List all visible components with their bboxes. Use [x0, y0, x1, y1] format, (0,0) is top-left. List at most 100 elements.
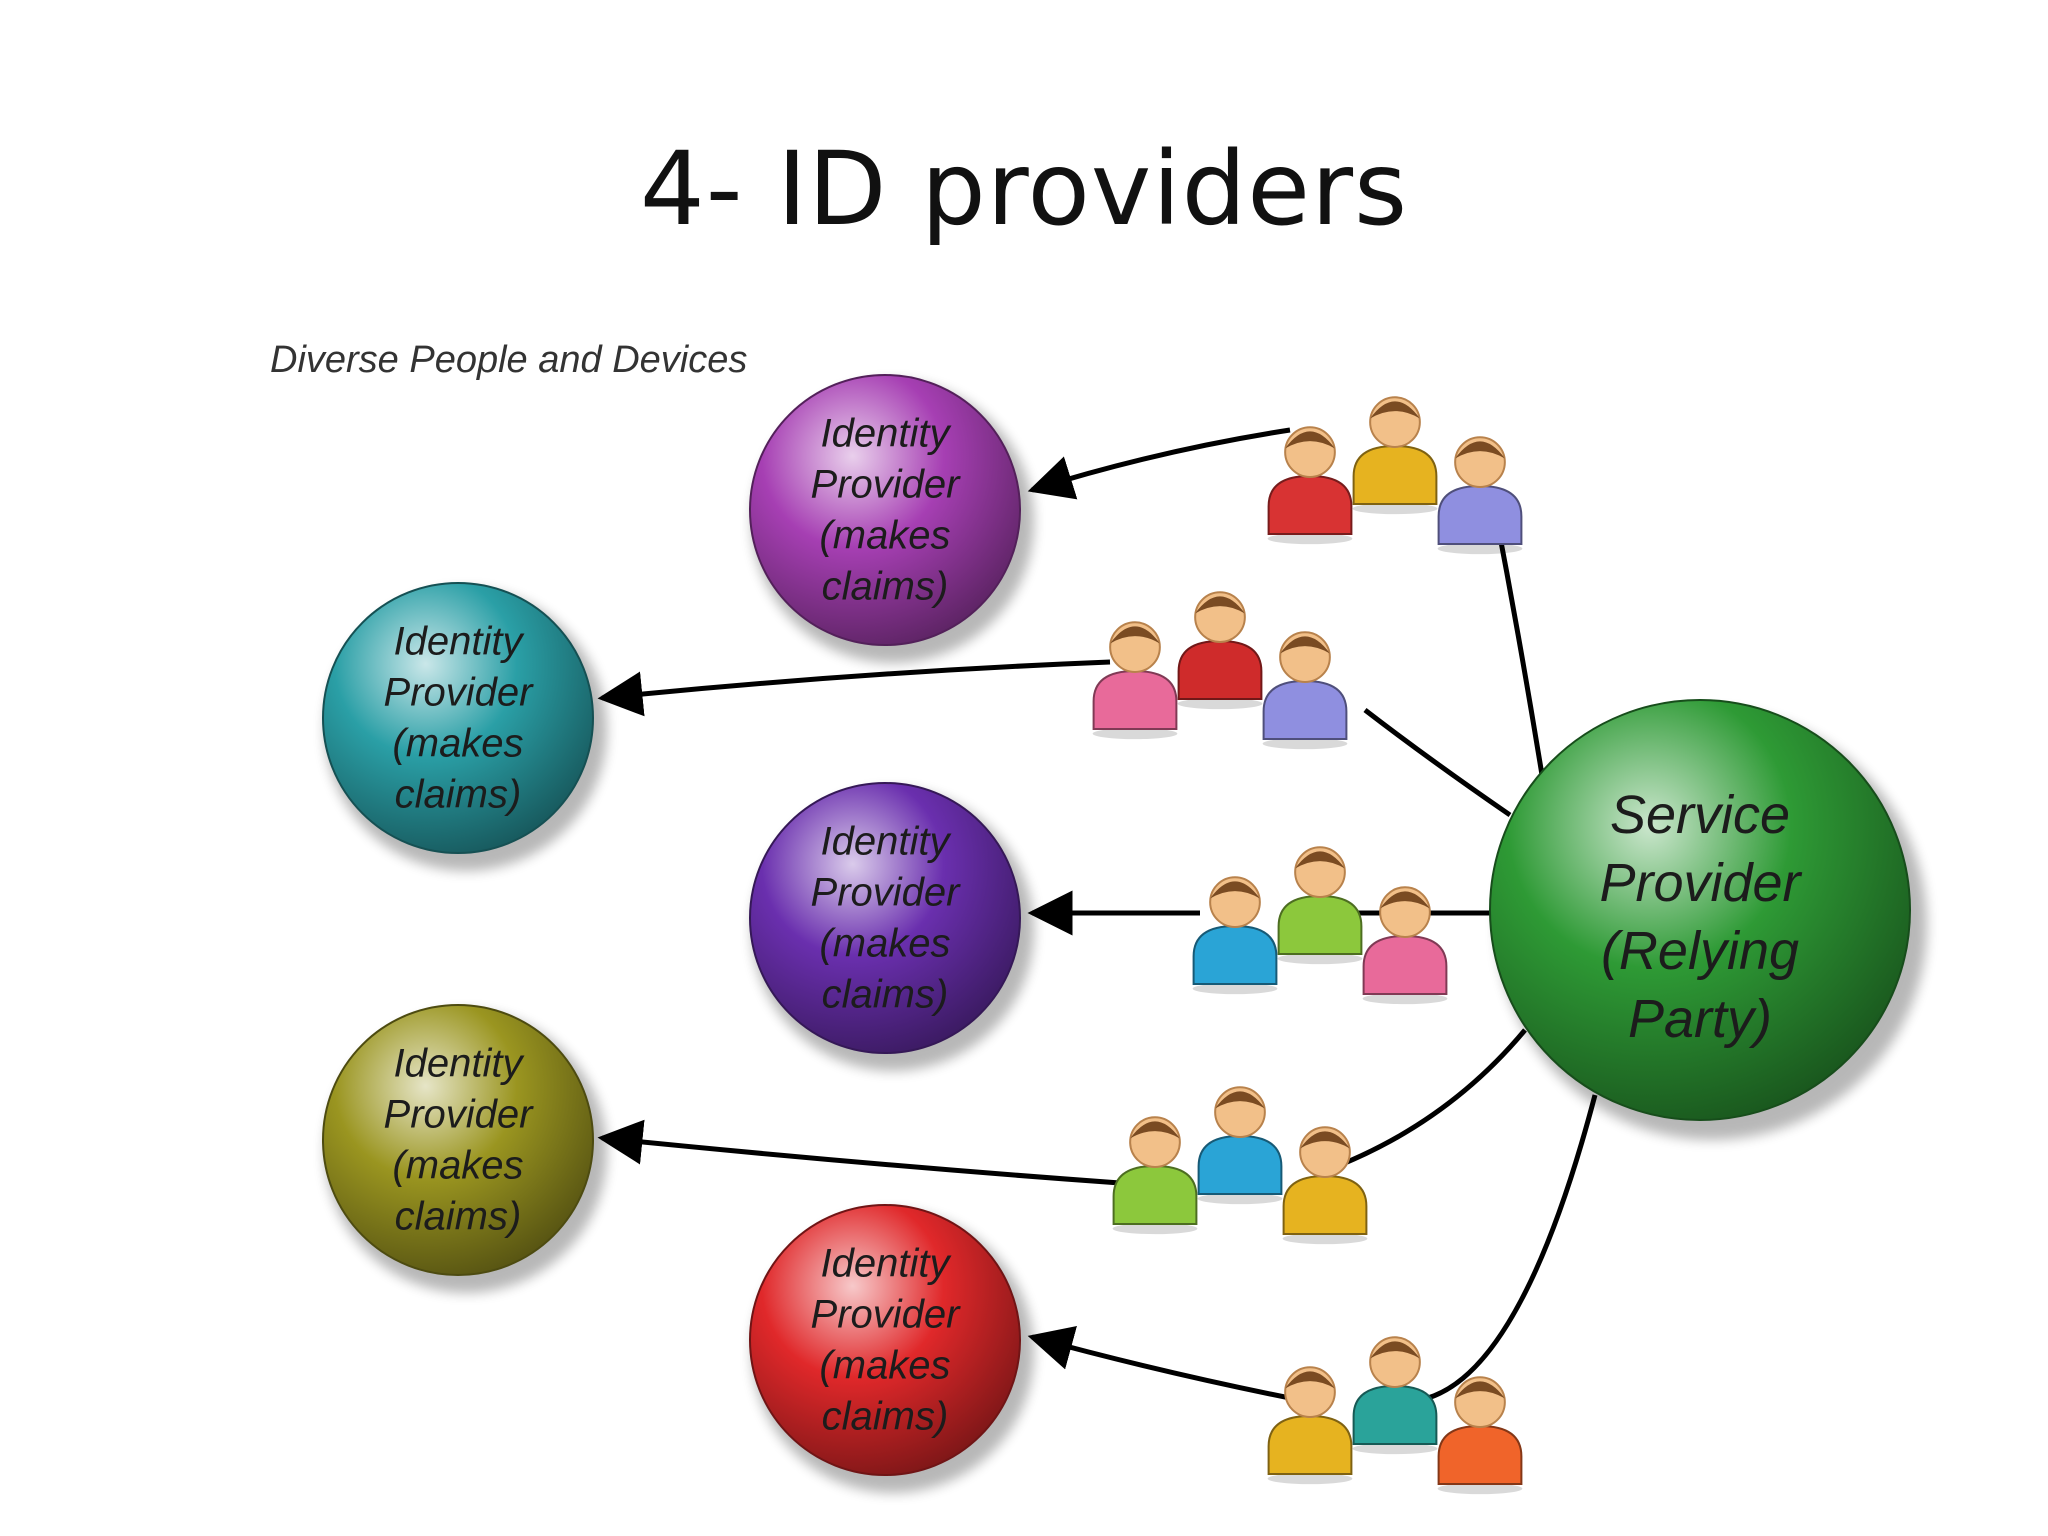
identity-provider-label-line: Provider	[811, 871, 962, 915]
person-hair	[1110, 626, 1160, 644]
person-hair	[1130, 1121, 1180, 1139]
person-hair	[1370, 401, 1420, 419]
person-body	[1177, 640, 1263, 700]
person-icon	[1197, 1086, 1283, 1205]
person-shadow	[1277, 953, 1363, 965]
person-shadow	[1192, 983, 1278, 995]
person-icon	[1262, 631, 1348, 750]
identity-provider-circle	[322, 1004, 594, 1276]
connector-line	[1339, 1028, 1527, 1168]
person-body	[1092, 670, 1178, 730]
person-icon	[1352, 1336, 1438, 1455]
identity-provider-label-line: (makes	[819, 514, 950, 558]
person-shadow	[1262, 738, 1348, 750]
user-group	[1092, 591, 1348, 750]
person-body	[1362, 935, 1448, 995]
person-icon	[1277, 846, 1363, 965]
person-shadow	[1177, 698, 1263, 710]
person-hair	[1370, 1341, 1420, 1359]
identity-provider-label-line: Provider	[811, 463, 962, 507]
service-provider-circle	[1489, 699, 1911, 1121]
slide-title: 4- ID providers	[639, 130, 1409, 249]
person-body	[1352, 1385, 1438, 1445]
identity-provider-label-line: Identity	[821, 1242, 953, 1286]
identity-provider-label-line: (makes	[819, 922, 950, 966]
identity-providers: IdentityProvider(makesclaims)IdentityPro…	[322, 374, 1034, 1493]
claim-arrow	[1027, 427, 1291, 500]
person-hair	[1380, 891, 1430, 909]
diagram-caption: Diverse People and Devices	[270, 339, 747, 381]
identity-provider-label-line: claims)	[822, 1395, 949, 1439]
person-shadow	[1267, 1473, 1353, 1485]
identity-provider-label-line: Identity	[821, 412, 953, 456]
person-hair	[1285, 1371, 1335, 1389]
identity-provider-label-line: claims)	[395, 773, 522, 817]
service-provider-label-line: Service	[1610, 785, 1790, 845]
person-shadow	[1267, 533, 1353, 545]
connector-line	[1419, 1094, 1598, 1403]
person-body	[1197, 1135, 1283, 1195]
person-hair	[1195, 596, 1245, 614]
person-icon	[1177, 591, 1263, 710]
identity-provider-label-line: Provider	[811, 1293, 962, 1337]
person-icon	[1282, 1126, 1368, 1245]
identity-provider-label-line: Provider	[384, 671, 535, 715]
person-shadow	[1362, 993, 1448, 1005]
person-shadow	[1352, 1443, 1438, 1455]
person-hair	[1215, 1091, 1265, 1109]
person-hair	[1300, 1131, 1350, 1149]
person-icon	[1192, 876, 1278, 995]
person-body	[1192, 925, 1278, 985]
service-provider-label-line: Party)	[1628, 989, 1772, 1049]
person-shadow	[1197, 1193, 1283, 1205]
identity-provider-circle	[322, 582, 594, 854]
claim-arrows	[597, 427, 1291, 1401]
person-icon	[1092, 621, 1178, 740]
person-icon	[1112, 1116, 1198, 1235]
person-icon	[1437, 1376, 1523, 1495]
person-icon	[1267, 426, 1353, 545]
person-hair	[1280, 636, 1330, 654]
identity-provider-label-line: (makes	[819, 1344, 950, 1388]
person-shadow	[1282, 1233, 1368, 1245]
claim-arrow	[1027, 1325, 1291, 1401]
service-provider-label-line: (Relying	[1601, 921, 1799, 981]
person-hair	[1455, 441, 1505, 459]
person-icon	[1352, 396, 1438, 515]
identity-provider-label-line: claims)	[395, 1195, 522, 1239]
user-group	[1192, 846, 1448, 1005]
person-hair	[1295, 851, 1345, 869]
user-group	[1267, 396, 1523, 555]
identity-provider-circle	[749, 1204, 1021, 1476]
person-body	[1267, 1415, 1353, 1475]
identity-provider-label-line: Identity	[394, 620, 526, 664]
person-shadow	[1437, 1483, 1523, 1495]
person-shadow	[1112, 1223, 1198, 1235]
identity-provider-label-line: claims)	[822, 565, 949, 609]
identity-provider-label-line: Provider	[384, 1093, 535, 1137]
identity-provider-label-line: Identity	[821, 820, 953, 864]
person-icon	[1362, 886, 1448, 1005]
person-body	[1437, 485, 1523, 545]
connector-line	[1363, 708, 1512, 818]
identity-provider-label-line: Identity	[394, 1042, 526, 1086]
person-hair	[1285, 431, 1335, 449]
identity-provider-circle	[749, 782, 1021, 1054]
user-group	[1112, 1086, 1368, 1245]
person-shadow	[1352, 503, 1438, 515]
person-shadow	[1092, 728, 1178, 740]
person-body	[1112, 1165, 1198, 1225]
person-icon	[1267, 1366, 1353, 1485]
person-body	[1352, 445, 1438, 505]
person-body	[1437, 1425, 1523, 1485]
identity-provider-circle	[749, 374, 1021, 646]
service-provider-label-line: Provider	[1599, 853, 1802, 913]
person-hair	[1455, 1381, 1505, 1399]
identity-provider-label-line: (makes	[392, 722, 523, 766]
